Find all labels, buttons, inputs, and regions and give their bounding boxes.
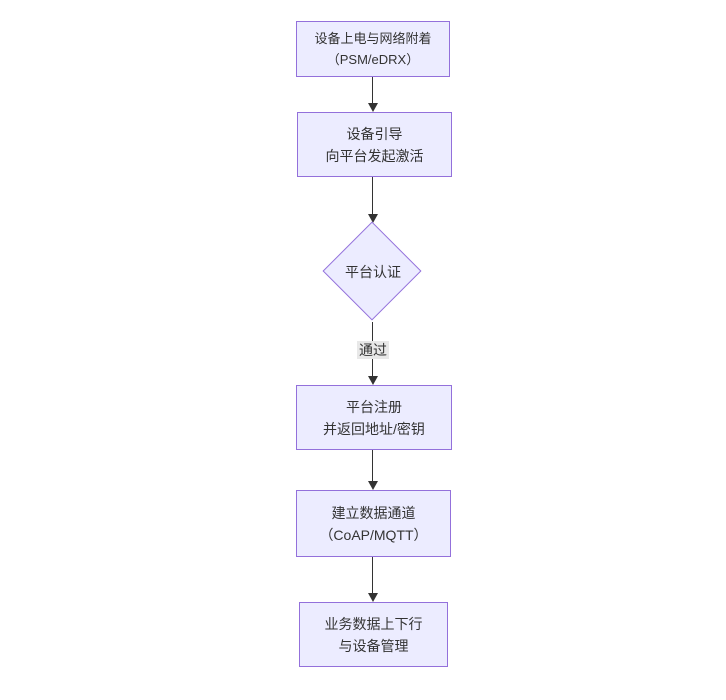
edge-line	[372, 450, 373, 482]
flow-node-bootstrap: 设备引导 向平台发起激活	[297, 112, 452, 177]
flow-node-power-attach: 设备上电与网络附着 （PSM/eDRX）	[296, 21, 450, 77]
node-text-line: 平台认证	[345, 264, 401, 280]
arrow-down-4	[368, 450, 378, 490]
arrowhead-icon	[368, 481, 378, 490]
node-text-line: 平台注册	[346, 398, 402, 415]
edge-label-pass: 通过	[357, 341, 389, 359]
flow-node-register: 平台注册 并返回地址/密钥	[296, 385, 452, 450]
node-text-line: 业务数据上下行	[324, 615, 423, 632]
arrow-down-3: 通过	[357, 322, 389, 385]
node-text-line: （CoAP/MQTT）	[319, 526, 428, 543]
edge-line	[372, 557, 373, 594]
arrow-down-2	[368, 177, 378, 223]
node-text-line: 建立数据通道	[331, 504, 416, 521]
flow-node-auth-decision: 平台认证	[322, 221, 423, 322]
node-text-line: 与设备管理	[338, 637, 409, 654]
arrowhead-icon	[368, 593, 378, 602]
arrowhead-icon	[368, 214, 378, 223]
node-text-line: （PSM/eDRX）	[326, 52, 420, 67]
arrowhead-icon	[368, 103, 378, 112]
arrow-down-1	[368, 77, 378, 112]
edge-line	[372, 177, 373, 215]
arrow-down-5	[368, 557, 378, 602]
flow-node-data-channel: 建立数据通道 （CoAP/MQTT）	[296, 490, 451, 557]
node-text-line: 设备引导	[346, 125, 403, 142]
edge-line	[372, 77, 373, 104]
node-text-line: 向平台发起激活	[325, 147, 424, 164]
node-text-line: 并返回地址/密钥	[323, 420, 425, 437]
arrowhead-icon	[368, 376, 378, 385]
flow-node-business-data: 业务数据上下行 与设备管理	[299, 602, 448, 667]
node-text-line: 设备上电与网络附着	[314, 31, 432, 46]
